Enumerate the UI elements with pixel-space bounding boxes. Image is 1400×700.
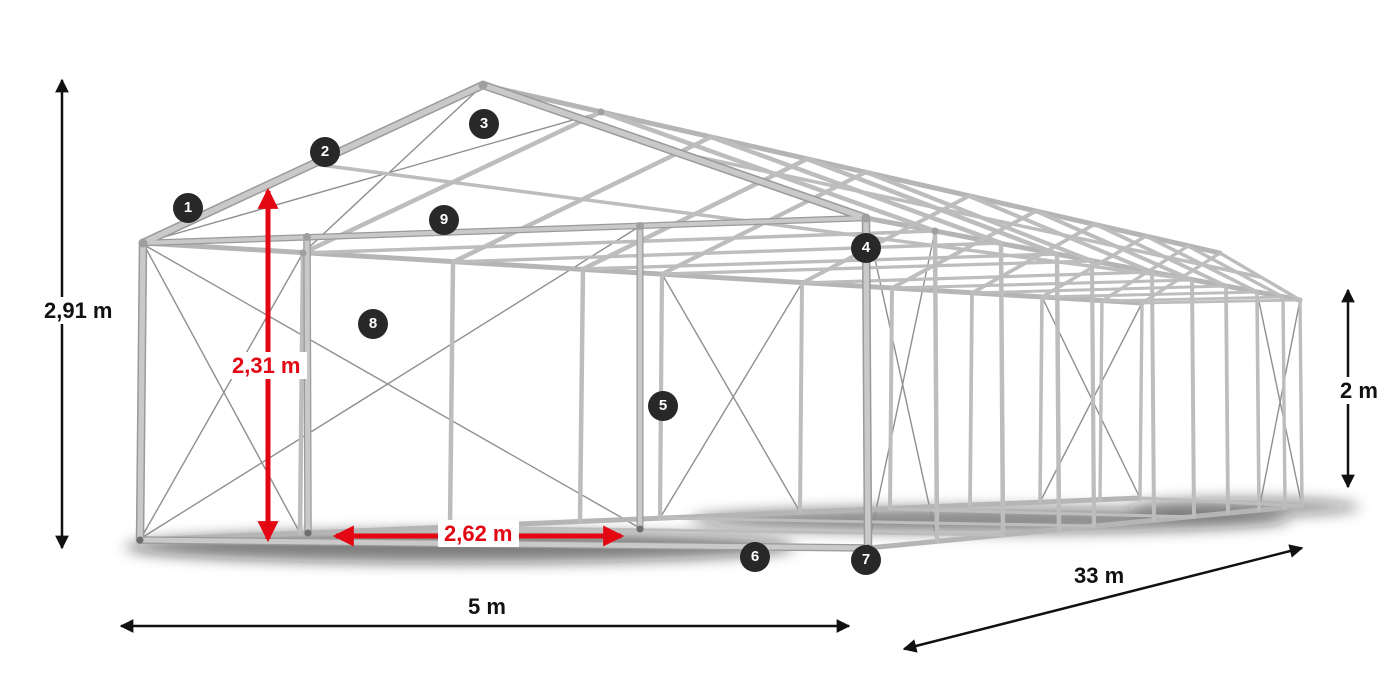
dimension-label-side-height: 2 m (1334, 377, 1384, 405)
dimension-label-length: 33 m (1068, 562, 1131, 590)
callout-badge-1: 1 (173, 193, 203, 223)
dimension-label-inner-height: 2,31 m (226, 352, 307, 380)
callout-badge-4: 4 (851, 233, 881, 263)
callout-badge-9: 9 (429, 205, 459, 235)
length-arrow (902, 544, 1304, 653)
dimension-label-inner-width: 2,62 m (438, 520, 519, 548)
callout-badge-3: 3 (469, 109, 499, 139)
callout-badge-8: 8 (358, 309, 388, 339)
callout-badge-7: 7 (851, 545, 881, 575)
dimension-label-width: 5 m (462, 593, 512, 621)
callout-badge-6: 6 (740, 542, 770, 572)
dimension-label-ridge-height: 2,91 m (38, 297, 119, 325)
callout-badge-2: 2 (310, 137, 340, 167)
frame-connectors (136, 80, 939, 552)
callout-badge-5: 5 (648, 391, 678, 421)
